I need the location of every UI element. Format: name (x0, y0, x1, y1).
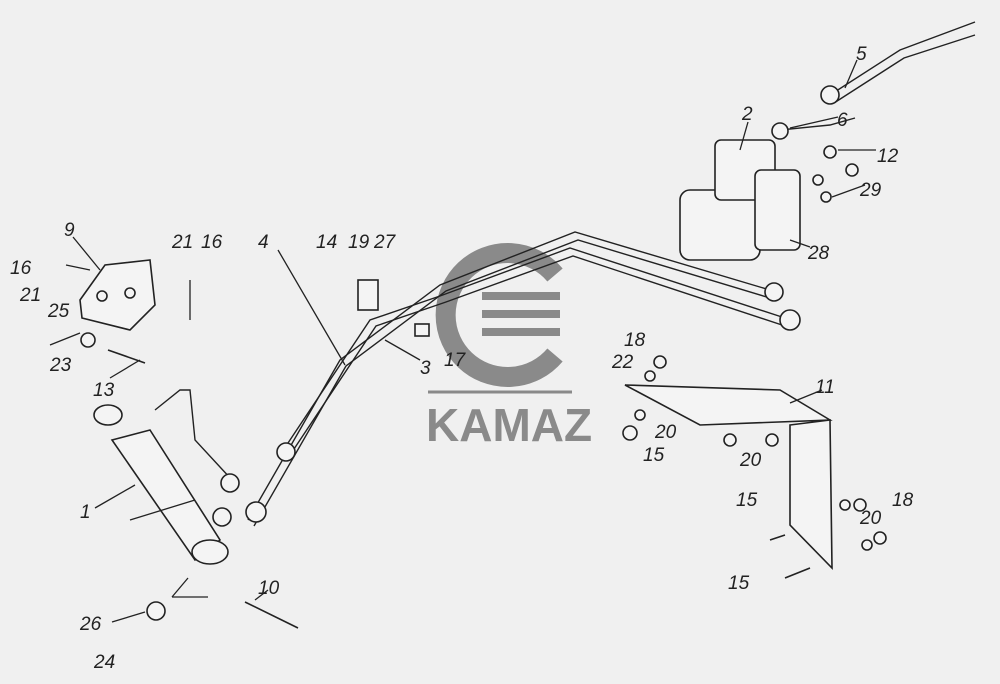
bracket-9 (65, 259, 191, 331)
label: 17 (444, 350, 467, 371)
label: 13 (93, 380, 115, 401)
label: 24 (93, 652, 115, 673)
bracket-11 (622, 384, 887, 579)
label: 18 (624, 330, 646, 351)
label: 29 (859, 180, 882, 201)
part-labels: 1 2 3 4 5 6 9 10 11 12 13 14 15 15 15 16… (10, 44, 914, 673)
label: 2 (741, 104, 753, 125)
leader-lines (72, 59, 876, 601)
tube-lines (154, 21, 976, 527)
label: 21 (19, 285, 41, 306)
label: 26 (79, 614, 102, 635)
label: 16 (201, 232, 223, 253)
label: 1 (80, 502, 91, 523)
label: 9 (64, 220, 75, 241)
label: 19 (348, 232, 370, 253)
label: 15 (643, 445, 665, 466)
label: 12 (877, 146, 899, 167)
logo-text: KAMAZ (426, 399, 592, 451)
kamaz-logo: KAMAZ (426, 243, 592, 451)
label: 3 (420, 358, 431, 379)
label: 15 (736, 490, 758, 511)
fittings (212, 85, 859, 527)
label: 4 (258, 232, 269, 253)
valve-assembly (679, 139, 801, 261)
label: 25 (47, 301, 70, 322)
label: 15 (728, 573, 750, 594)
label: 16 (10, 258, 32, 279)
label: 20 (739, 450, 762, 471)
cylinder-1 (93, 404, 229, 565)
label: 10 (258, 578, 280, 599)
label: 11 (815, 377, 835, 398)
label: 23 (49, 355, 72, 376)
label: 6 (837, 110, 848, 131)
label: 28 (807, 243, 830, 264)
label: 22 (611, 352, 634, 373)
label: 21 (171, 232, 193, 253)
label: 20 (654, 422, 677, 443)
label: 20 (859, 508, 882, 529)
label: 18 (892, 490, 914, 511)
label: 14 (316, 232, 337, 253)
label: 5 (856, 44, 867, 65)
label: 27 (373, 232, 397, 253)
pins (49, 332, 299, 629)
